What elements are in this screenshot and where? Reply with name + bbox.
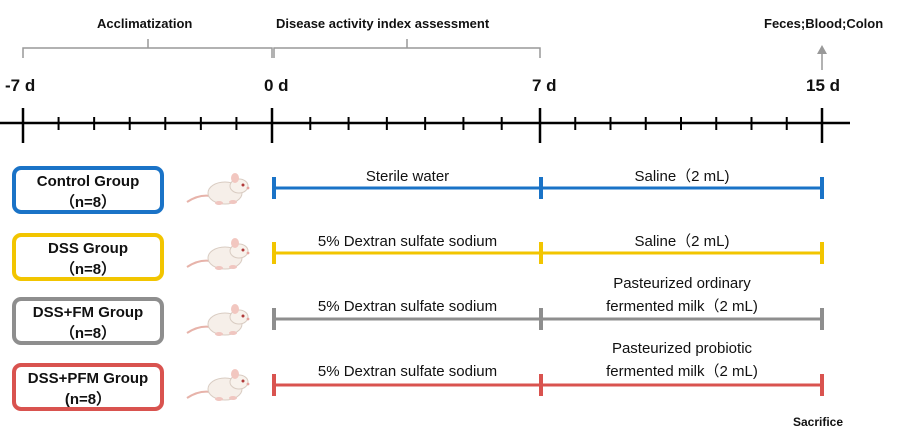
segment-label-dss-1: 5% Dextran sulfate sodium	[317, 233, 498, 250]
group-box-dss: DSS Group （n=8）	[12, 233, 164, 281]
sacrifice-label: Sacrifice	[793, 415, 844, 429]
phase-assessment: Disease activity index assessment	[276, 16, 490, 31]
group-n: （n=8）	[59, 261, 117, 278]
segment-label-fm-2b: fermented milk（2 mL)	[606, 298, 758, 315]
group-name: DSS+FM Group	[32, 304, 144, 321]
tick-label-15: 15 d	[806, 76, 841, 95]
segment-label-fm-1: 5% Dextran sulfate sodium	[317, 298, 498, 315]
phase-acclimatization: Acclimatization	[97, 16, 193, 31]
mouse-icon	[186, 304, 250, 336]
tick-label-7: 7 d	[532, 76, 557, 95]
group-name: DSS Group	[47, 240, 128, 257]
tick-label-0: 0 d	[264, 76, 289, 95]
group-n: （n=8）	[59, 325, 117, 342]
tick-label-minus7: -7 d	[5, 76, 36, 95]
bracket-acclimatization	[22, 39, 273, 58]
phase-samples: Feces;Blood;Colon	[764, 16, 884, 31]
segment-label-dss-2: Saline（2 mL)	[634, 233, 730, 250]
segment-label-fm-2a: Pasteurized ordinary	[613, 275, 751, 292]
group-n: (n=8）	[64, 391, 112, 408]
group-box-control: Control Group （n=8）	[12, 166, 164, 214]
mouse-icon	[186, 369, 250, 401]
group-name: Control Group	[36, 173, 140, 190]
group-box-dss-fm: DSS+FM Group （n=8）	[12, 297, 164, 345]
arrow-up-icon	[817, 45, 827, 70]
minor-ticks	[57, 117, 788, 130]
segment-label-pfm-2b: fermented milk（2 mL)	[606, 363, 758, 380]
group-timelines	[272, 177, 824, 396]
mouse-icon	[186, 238, 250, 270]
group-box-dss-pfm: DSS+PFM Group (n=8）	[12, 363, 164, 411]
mouse-icon	[186, 173, 250, 205]
segment-label-pfm-2a: Pasteurized probiotic	[611, 340, 753, 357]
segment-label-pfm-1: 5% Dextran sulfate sodium	[317, 363, 498, 380]
segment-label-control-2: Saline（2 mL)	[634, 168, 730, 185]
group-n: （n=8）	[59, 194, 117, 211]
group-name: DSS+PFM Group	[27, 370, 149, 387]
segment-label-control-1: Sterile water	[365, 168, 450, 185]
bracket-assessment	[273, 39, 541, 58]
